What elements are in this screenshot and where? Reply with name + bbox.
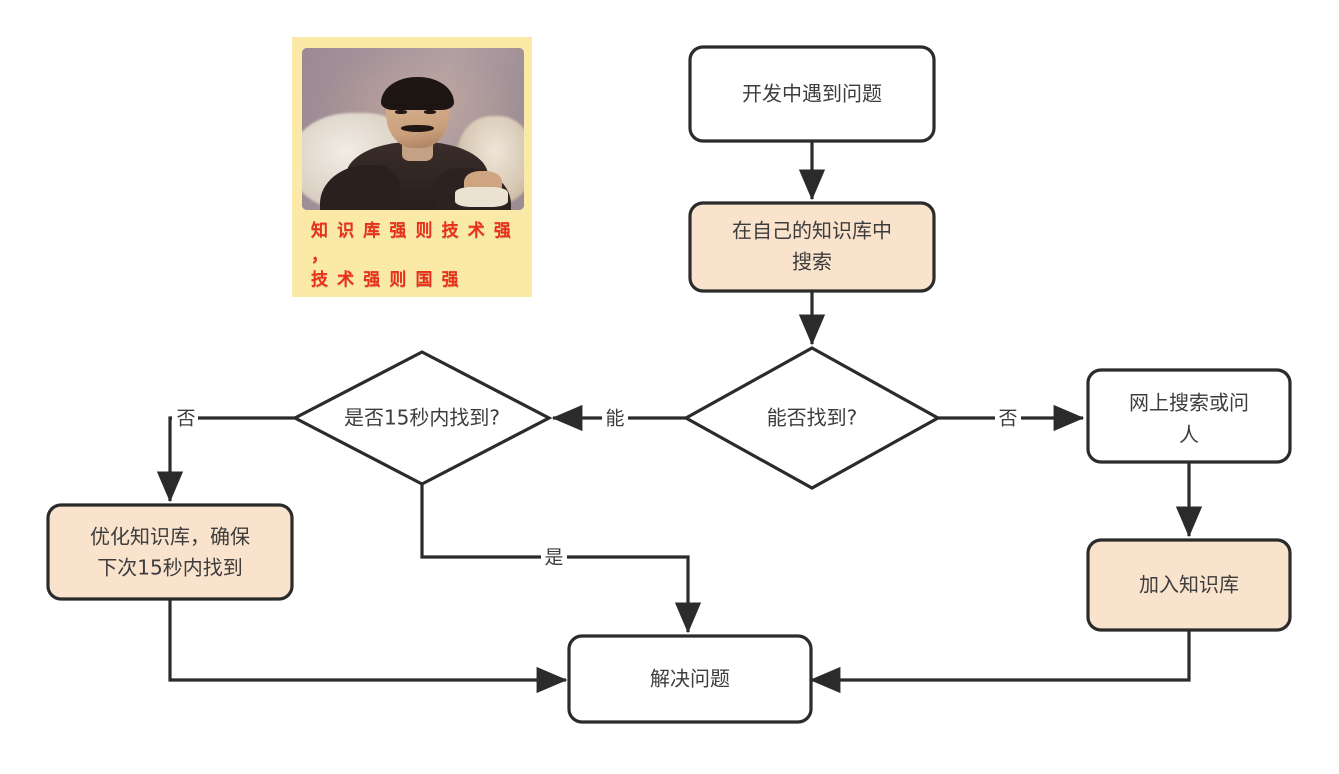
node-web-search-or-ask[interactable]: 网上搜索或问 人 <box>1086 368 1292 464</box>
edge-label-cannot-find: 否 <box>995 405 1021 432</box>
meme-card: 知 识 库 强 则 技 术 强 ， 技 术 强 则 国 强 <box>292 37 532 297</box>
edge-label-can-find: 能 <box>602 405 628 432</box>
edge-within15-to-optimize <box>156 416 296 503</box>
node-web-search-or-ask-label-line-2: 人 <box>1179 423 1199 447</box>
edge-add-kb-to-solved <box>809 630 1191 694</box>
node-add-to-knowledge-base[interactable]: 加入知识库 <box>1086 538 1292 632</box>
node-problem-solved-label: 解决问题 <box>650 667 730 691</box>
meme-caption-line-2: 技 术 强 则 国 强 <box>311 270 461 291</box>
node-within-15s-decision-label: 是否15秒内找到? <box>344 406 500 430</box>
meme-caption-line-1: 知 识 库 强 则 技 术 强 ， <box>311 221 513 266</box>
edge-label-not-within-15s: 否 <box>172 405 198 432</box>
node-start-label: 开发中遇到问题 <box>742 82 882 106</box>
node-web-search-or-ask-label-line-1: 网上搜索或问 <box>1129 391 1249 415</box>
edge-optimize-to-solved <box>168 599 568 694</box>
node-search-knowledge-base-label-line-2: 搜索 <box>792 250 832 274</box>
node-start[interactable]: 开发中遇到问题 <box>688 45 936 143</box>
node-add-to-knowledge-base-label: 加入知识库 <box>1139 573 1239 597</box>
svg-text:否: 否 <box>998 408 1017 430</box>
svg-text:否: 否 <box>176 408 195 430</box>
portrait-image <box>302 48 524 210</box>
node-problem-solved[interactable]: 解决问题 <box>567 634 813 724</box>
meme-caption: 知 识 库 强 则 技 术 强 ， 技 术 强 则 国 强 <box>302 219 522 293</box>
node-found-decision-label: 能否找到? <box>767 406 858 430</box>
edge-label-within-15s: 是 <box>541 544 567 571</box>
svg-text:是: 是 <box>544 547 563 569</box>
node-optimize-knowledge-base-label-line-1: 优化知识库，确保 <box>90 525 250 549</box>
node-search-knowledge-base-label-line-1: 在自己的知识库中 <box>732 219 892 243</box>
node-optimize-knowledge-base-label-line-2: 下次15秒内找到 <box>97 556 242 580</box>
node-optimize-knowledge-base[interactable]: 优化知识库，确保 下次15秒内找到 <box>46 503 294 601</box>
node-found-decision[interactable]: 能否找到? <box>682 346 942 490</box>
node-within-15s-decision[interactable]: 是否15秒内找到? <box>291 350 553 486</box>
svg-text:能: 能 <box>605 408 624 430</box>
node-search-knowledge-base[interactable]: 在自己的知识库中 搜索 <box>688 201 936 293</box>
